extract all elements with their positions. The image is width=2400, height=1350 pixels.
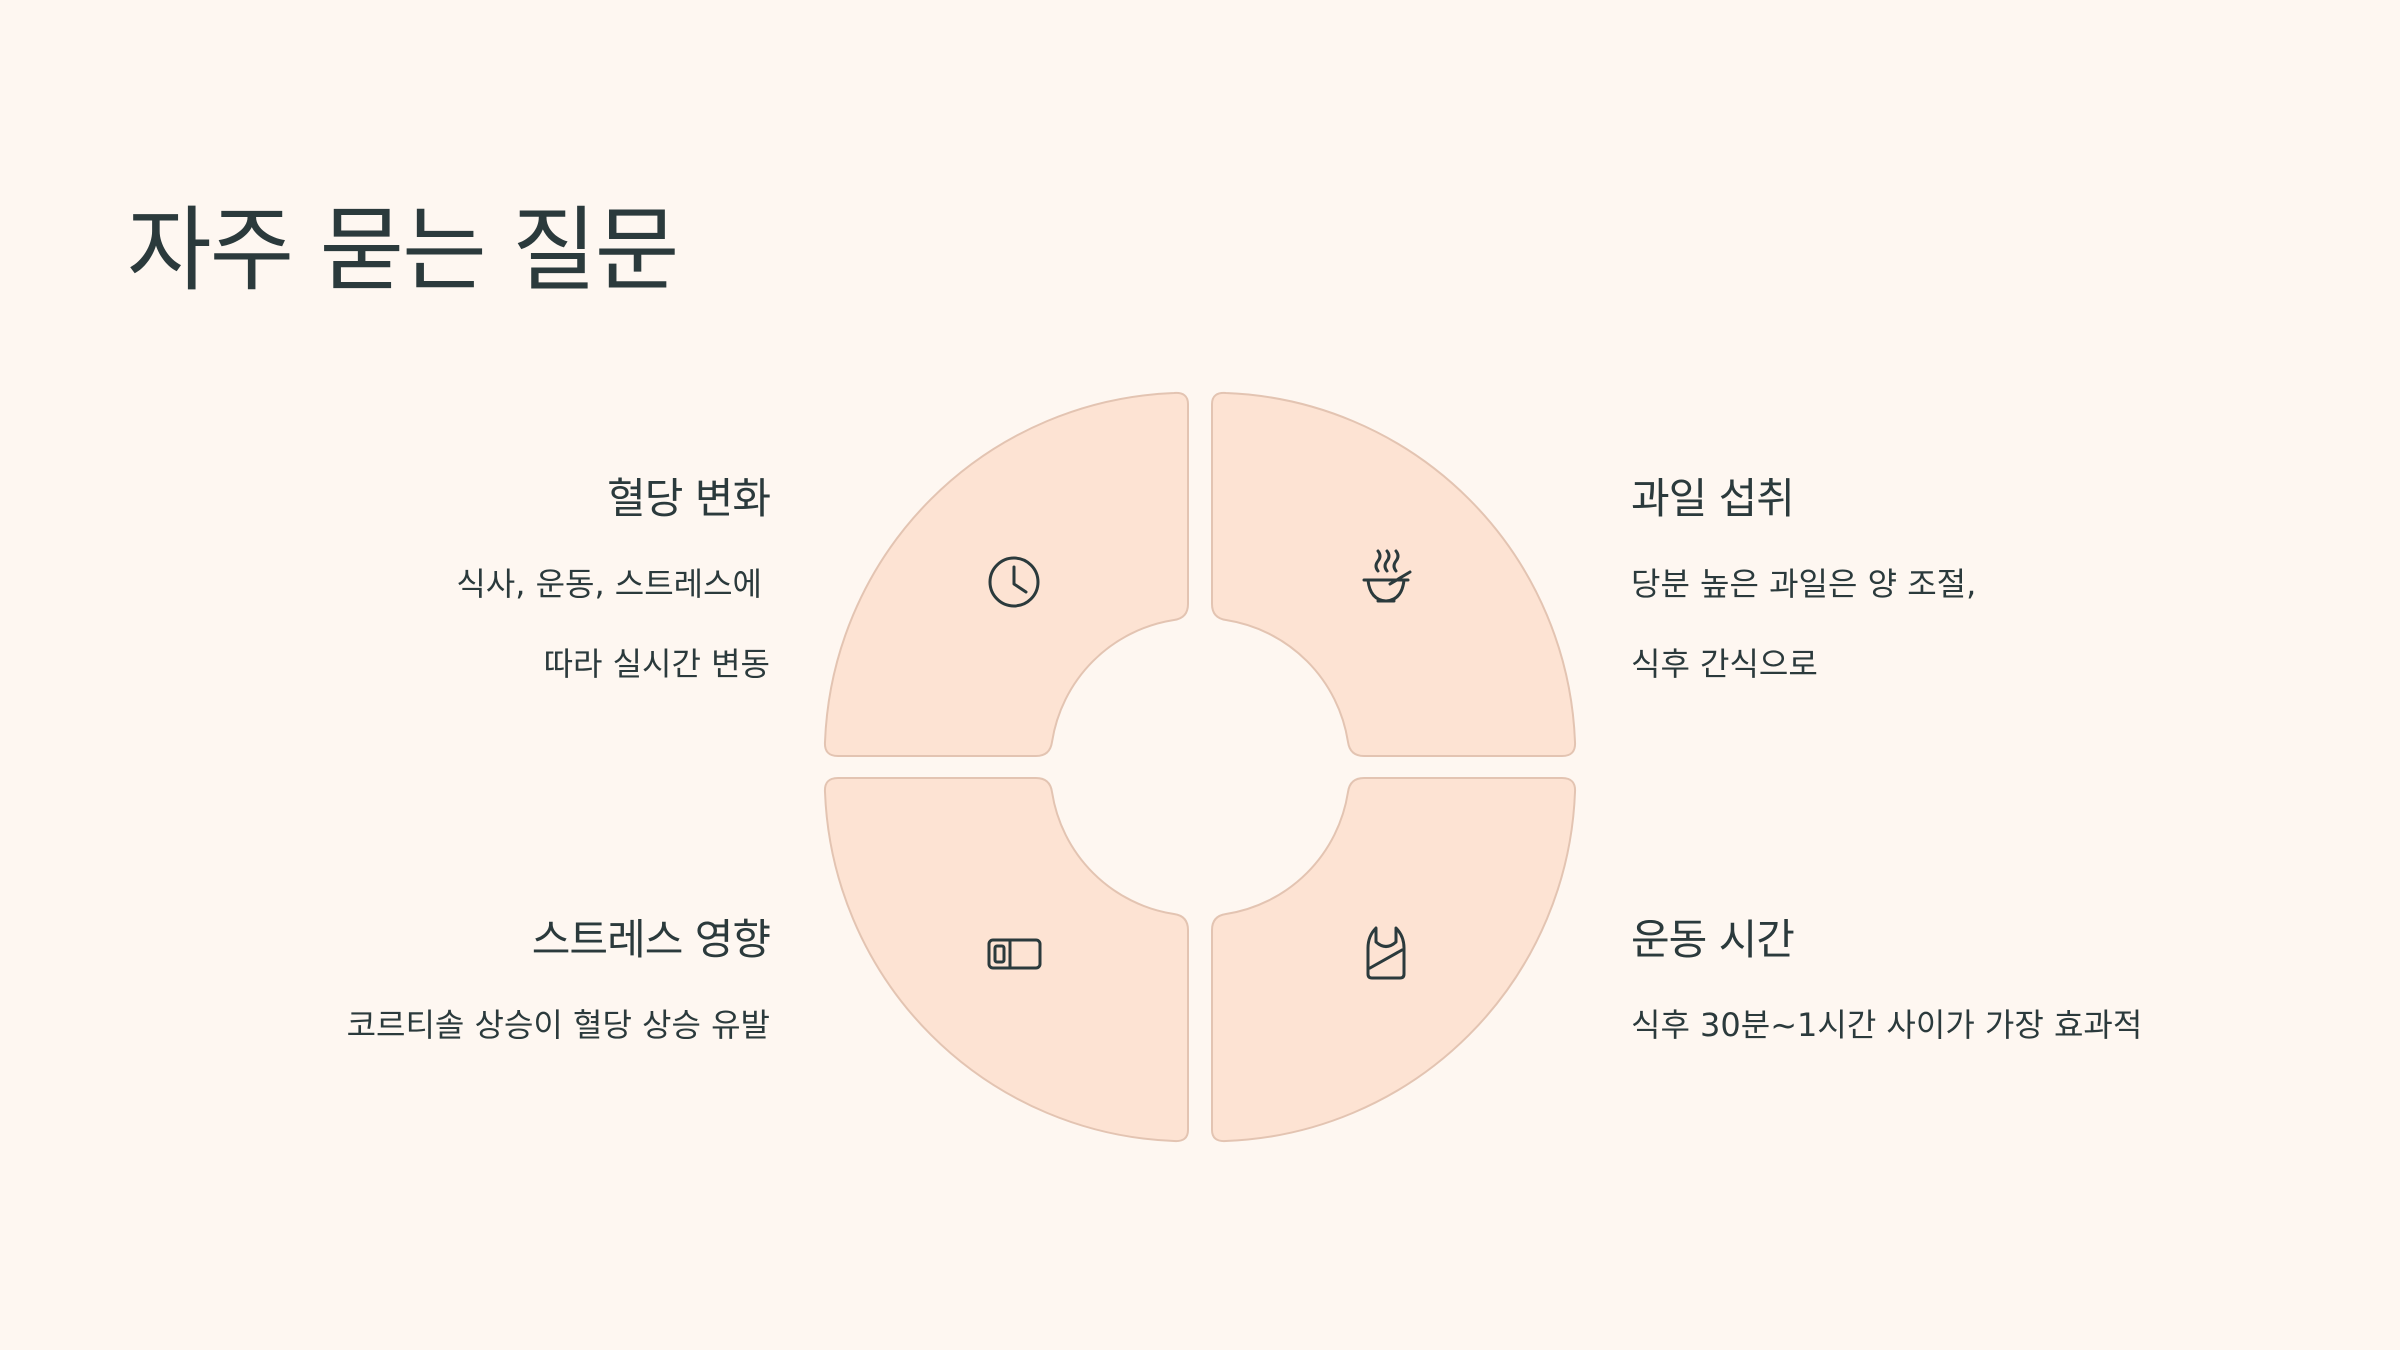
- faq-heading: 운동 시간: [1631, 915, 1795, 964]
- quadrant-top-right: [1211, 391, 1577, 757]
- faq-text: 코르티솔 상승이 혈당 상승 유발: [346, 1006, 770, 1045]
- faq-item-stress: 스트레스 영향 코르티솔 상승이 혈당 상승 유발: [150, 915, 771, 1065]
- quadrant-bottom-right: [1211, 777, 1577, 1143]
- faq-text: 식사, 운동, 스트레스에: [456, 565, 762, 604]
- faq-text: 식후 30분~1시간 사이가 가장 효과적: [1631, 1006, 2143, 1045]
- faq-text: 당분 높은 과일은 양 조절,: [1631, 565, 1977, 604]
- bowl-icon: [1362, 549, 1412, 603]
- tank-top-icon: [1366, 926, 1406, 980]
- faq-text: 따라 실시간 변동: [543, 645, 770, 684]
- quadrant-bottom-left: [823, 777, 1189, 1143]
- battery-icon: [987, 938, 1042, 970]
- quadrant-top-left: [823, 391, 1189, 757]
- clock-icon: [988, 556, 1040, 608]
- faq-heading: 혈당 변화: [607, 474, 771, 523]
- faq-item-exercise: 운동 시간 식후 30분~1시간 사이가 가장 효과적: [1631, 915, 2251, 1065]
- faq-item-fruit: 과일 섭취 당분 높은 과일은 양 조절, 식후 간식으로: [1631, 474, 2251, 704]
- faq-heading: 스트레스 영향: [531, 915, 771, 964]
- page-title: 자주 묻는 질문: [127, 197, 679, 304]
- faq-item-blood-sugar: 혈당 변화 식사, 운동, 스트레스에 따라 실시간 변동: [150, 474, 771, 704]
- faq-heading: 과일 섭취: [1631, 474, 1795, 523]
- faq-text: 식후 간식으로: [1631, 645, 1818, 684]
